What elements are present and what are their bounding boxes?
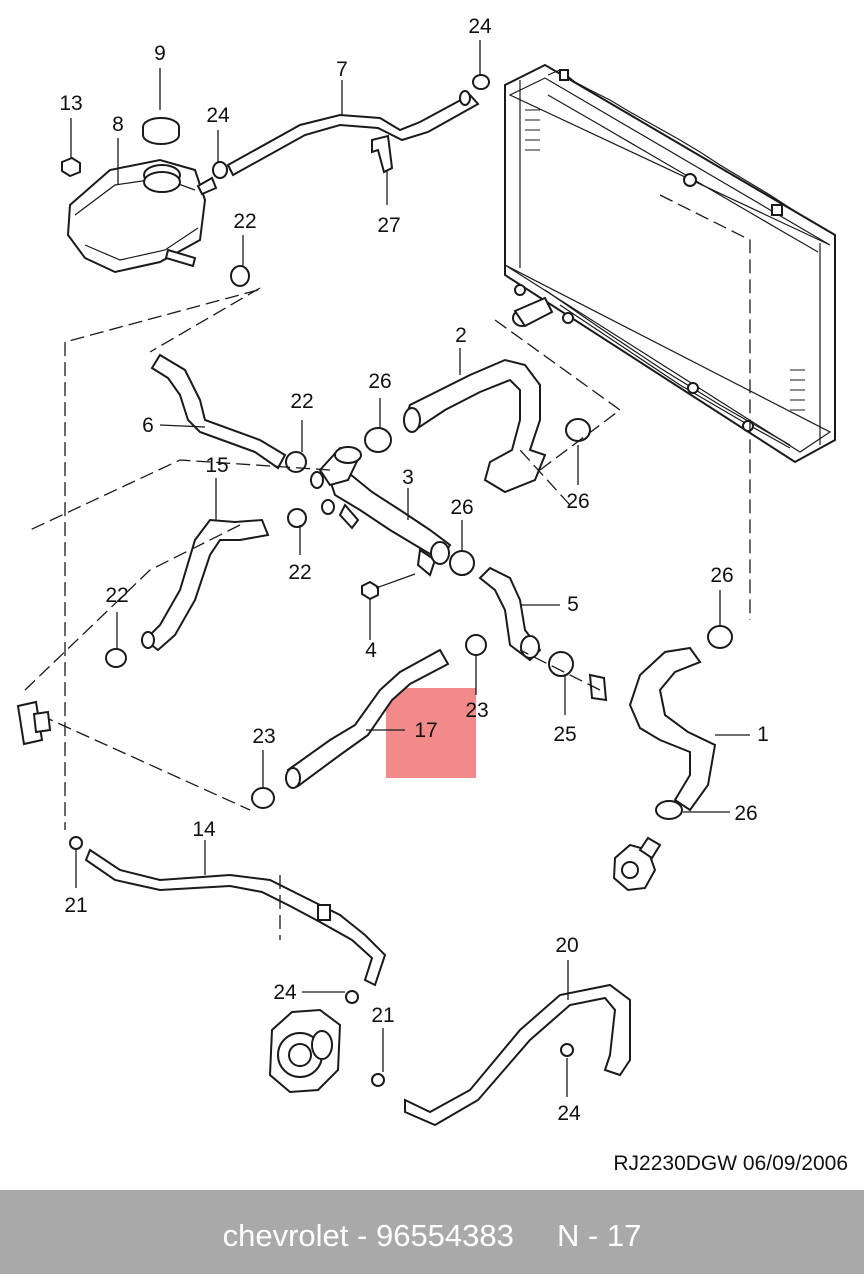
clamp-26-right	[565, 418, 591, 442]
callout-1: 1	[757, 723, 769, 746]
clamp-25	[548, 651, 574, 677]
callout-15: 15	[205, 454, 228, 477]
clamp-21-pump	[371, 1073, 385, 1087]
callout-8: 8	[112, 113, 124, 136]
callout-7: 7	[336, 58, 348, 81]
callout-24-pump: 24	[273, 981, 297, 1004]
clamp-24-pump	[345, 990, 359, 1004]
callout-22-hose15: 22	[288, 561, 311, 584]
callout-24-top: 24	[468, 15, 492, 38]
hose-7	[226, 93, 480, 177]
callout-17: 17	[414, 719, 437, 742]
callout-labels: 9 13 8 7 24 24 22 27 2 26 22 6 15 3 26 2…	[59, 15, 769, 1125]
callout-21-hose14: 21	[64, 894, 87, 917]
callout-24-reservoir: 24	[206, 104, 230, 127]
callout-3: 3	[402, 466, 414, 489]
callout-23-top: 23	[465, 699, 488, 722]
clamp-22-reservoir	[230, 265, 250, 287]
clamp-23-top	[465, 634, 487, 656]
hose-20	[404, 983, 631, 1127]
bracket-27	[371, 134, 394, 174]
callout-4: 4	[365, 639, 377, 662]
clamp-24-hose20	[560, 1043, 574, 1057]
callout-27: 27	[377, 214, 400, 237]
callout-22-reservoir: 22	[233, 210, 256, 233]
clamp-26-hose1-top	[707, 625, 733, 649]
callout-25: 25	[553, 723, 576, 746]
cooling-system-diagram: 9 13 8 7 24 24 22 27 2 26 22 6 15 3 26 2…	[16, 15, 848, 1175]
clamp-26-hose1-bottom	[655, 800, 683, 820]
callout-26-hose1-top: 26	[710, 564, 733, 587]
water-pump-housing	[268, 1008, 342, 1094]
hose-15	[143, 518, 270, 652]
clamp-22-hose15	[287, 508, 307, 528]
footer-bar: chevrolet - 96554383 N - 17	[0, 1190, 864, 1274]
callout-5: 5	[567, 593, 579, 616]
hose-17	[286, 648, 450, 788]
drawing-code: RJ2230DGW 06/09/2006	[613, 1152, 848, 1175]
callout-9: 9	[154, 42, 166, 65]
callout-2: 2	[455, 324, 467, 347]
callout-26-hose1-bottom: 26	[734, 802, 757, 825]
hose-14	[84, 848, 387, 987]
leader-lines	[70, 40, 750, 1097]
callout-6: 6	[142, 414, 154, 437]
callout-26-hose2: 26	[368, 370, 391, 393]
hose-6	[150, 353, 287, 470]
bolt-4	[361, 573, 416, 601]
clamp-23-bottom	[251, 787, 275, 809]
callout-20: 20	[555, 934, 578, 957]
clamp-26-pipe3	[449, 550, 475, 576]
assembly-lines	[24, 194, 751, 940]
callout-22-hose6: 22	[290, 390, 313, 413]
callout-22-left: 22	[105, 584, 128, 607]
footer-part-text: chevrolet - 96554383 N - 17	[222, 1218, 642, 1253]
clamp-26-hose2	[364, 427, 392, 453]
coolant-reservoir	[66, 158, 218, 274]
callout-21-pump: 21	[371, 1004, 394, 1027]
callout-26-right: 26	[566, 490, 589, 513]
part-17-highlight	[386, 688, 476, 778]
radiator	[504, 63, 836, 464]
callout-23-bottom: 23	[252, 725, 275, 748]
callout-14: 14	[192, 818, 216, 841]
clamp-24-reservoir	[212, 161, 228, 179]
reservoir-cap	[142, 117, 180, 145]
callout-13: 13	[59, 92, 82, 115]
hose-1	[628, 646, 717, 812]
clamp-22-hose6	[285, 451, 307, 473]
clamp-24-top-radiator	[472, 74, 490, 90]
callout-24-hose20: 24	[557, 1102, 581, 1125]
callout-26-pipe3: 26	[450, 496, 473, 519]
reservoir-nut	[61, 156, 81, 178]
clamp-21-hose14	[69, 836, 83, 850]
thermostat-housing	[612, 836, 662, 892]
hose-2	[403, 358, 547, 494]
clamp-22-left	[105, 648, 127, 668]
